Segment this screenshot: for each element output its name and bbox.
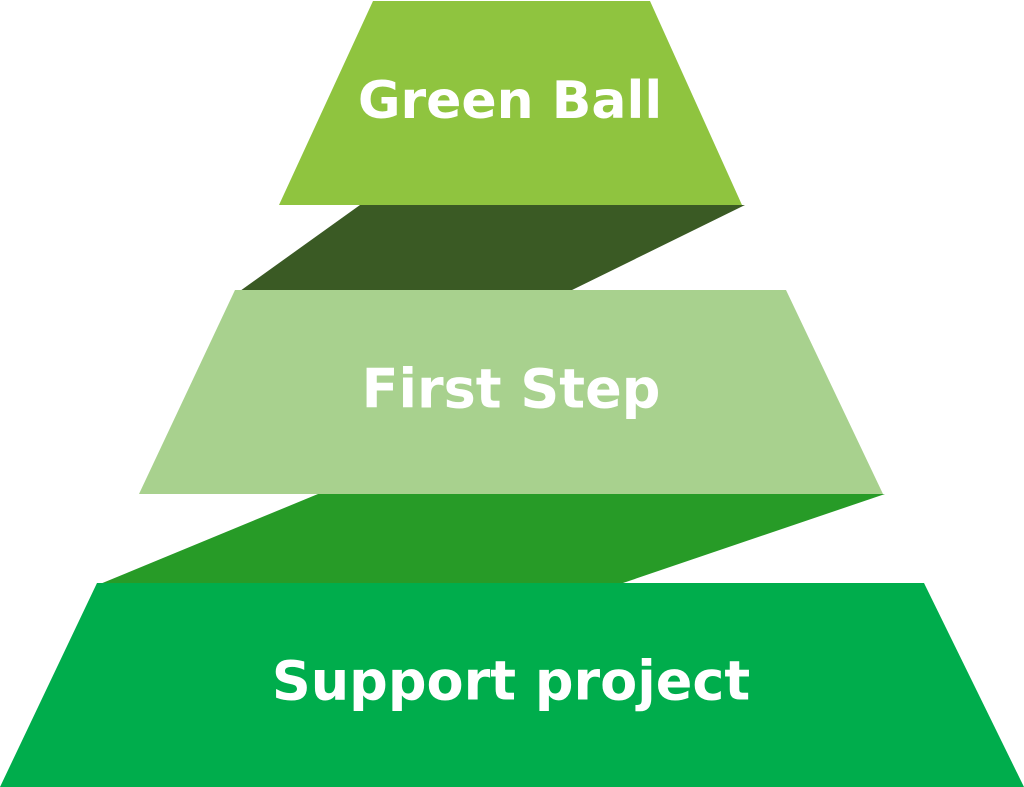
tier-bottom: Support project <box>0 583 1024 787</box>
tier-middle-label: First Step <box>362 358 661 421</box>
tier-middle-shape <box>139 290 883 494</box>
tier-bottom-shape <box>0 583 1024 787</box>
tier-top-label: Green Ball <box>358 71 662 131</box>
connector-top-middle <box>240 205 745 291</box>
tier-bottom-label: Support project <box>272 650 750 713</box>
tier-top-shape <box>279 1 742 205</box>
tier-top: Green Ball <box>279 1 742 205</box>
tier-middle: First Step <box>139 290 883 494</box>
connector-middle-bottom <box>100 494 885 584</box>
